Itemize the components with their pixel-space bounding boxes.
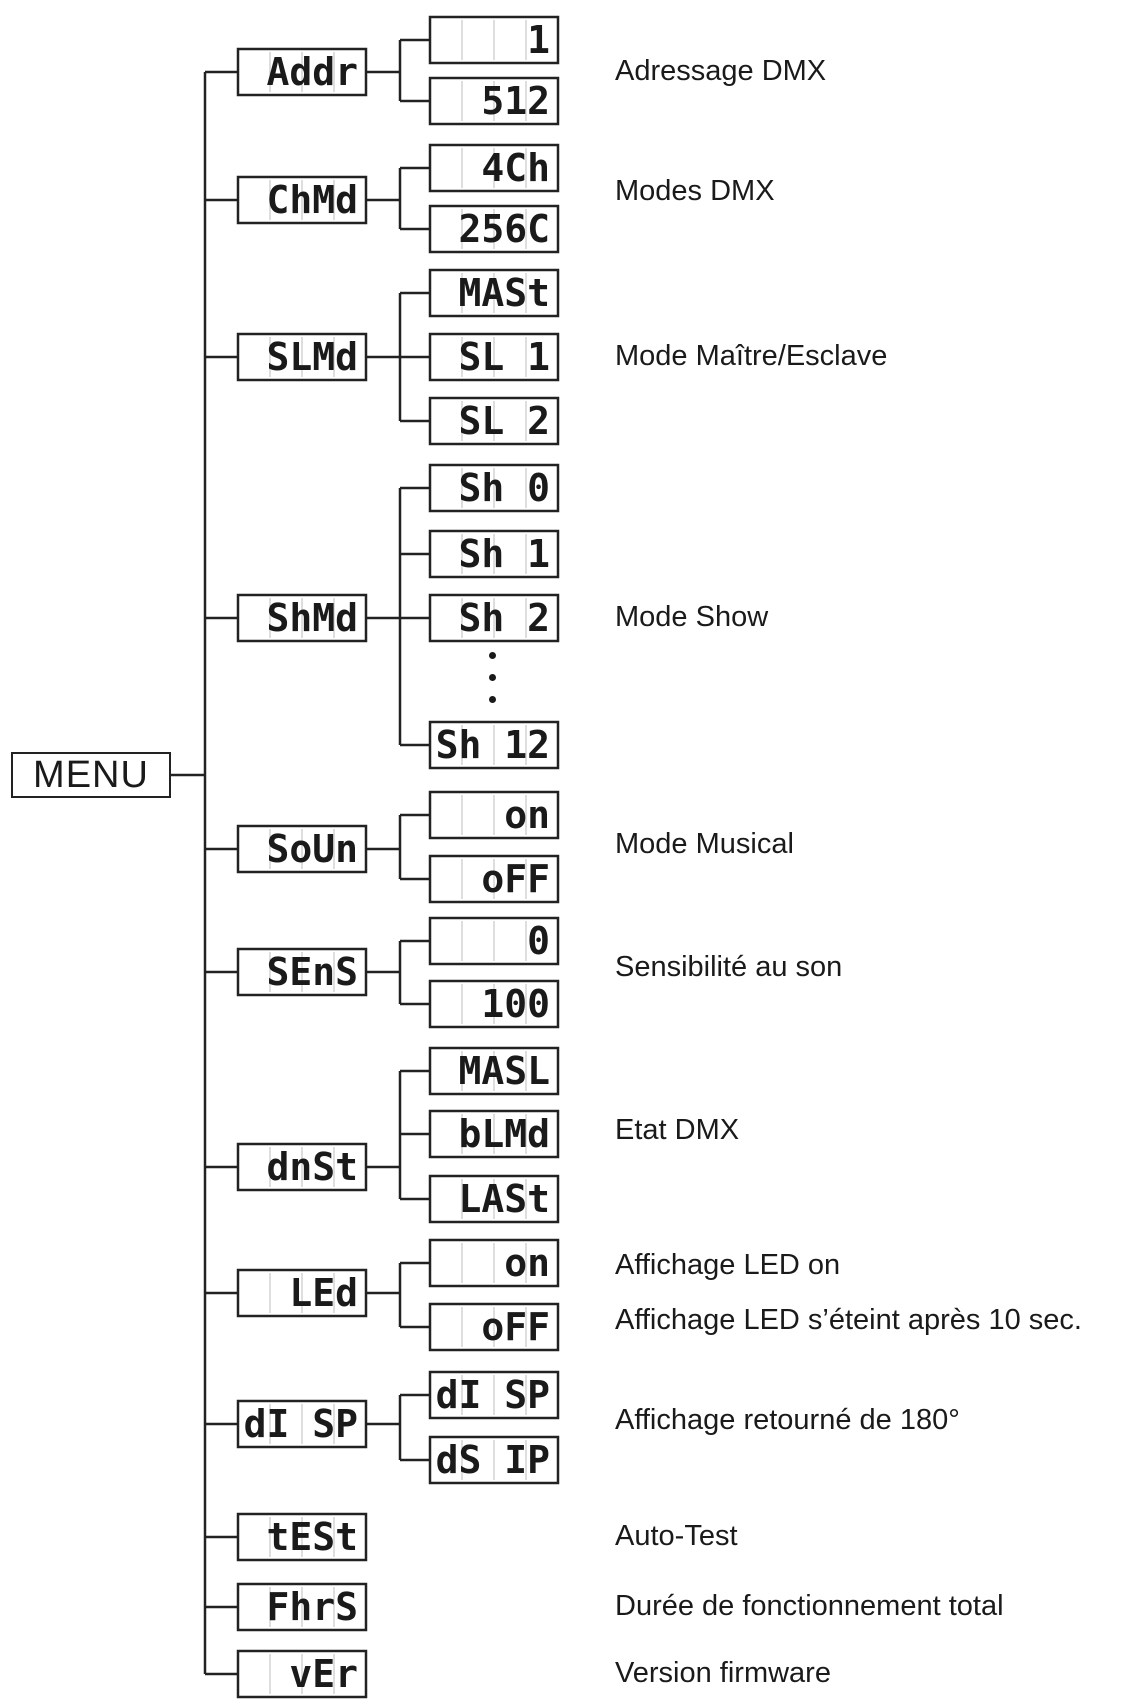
option-display: dI SP [428,1370,560,1420]
option-display-text: bLMd [458,1112,550,1156]
option-display-text: dI SP [436,1373,550,1417]
menu-description: Adressage DMX [615,55,827,87]
menu-description: Auto-Test [615,1520,738,1552]
menu-description: Modes DMX [615,175,775,207]
option-display-text: Sh 0 [458,466,550,510]
menu-description: Mode Maître/Esclave [615,340,888,372]
option-display: MASt [428,268,560,318]
option-display: SL 2 [428,396,560,446]
option-display: on [428,1238,560,1288]
menu-description: Affichage retourné de 180° [615,1404,960,1436]
option-display: bLMd [428,1109,560,1159]
option-display-text: 4Ch [481,146,550,190]
menu-item-ver-text: vEr [289,1652,358,1696]
option-display-text: 100 [481,982,550,1026]
option-display: Sh 12 [428,720,560,770]
menu-item-led-text: LEd [289,1271,358,1315]
option-display: dS IP [428,1435,560,1485]
menu-description: Sensibilité au son [615,951,843,983]
option-display: Sh 1 [428,529,560,579]
option-display-text: oFF [481,1305,550,1349]
option-display-text: 256C [458,207,550,251]
option-display-text: on [504,793,550,837]
menu-description: Affichage LED on [615,1249,841,1281]
option-display: 512 [428,76,560,126]
menu-item-led: LEd [236,1268,368,1318]
option-display: SL 1 [428,332,560,382]
menu-item-dnst-text: dnSt [266,1145,358,1189]
menu-item-sens: SEnS [236,947,368,997]
menu-description: Mode Show [615,601,769,633]
menu-item-shmd-text: ShMd [266,596,358,640]
menu-description: Mode Musical [615,828,794,860]
menu-item-soun-text: SoUn [266,827,358,871]
option-display-text: 1 [527,18,550,62]
menu-item-disp: dI SP [236,1399,368,1449]
menu-description: Affichage LED s’éteint après 10 sec. [615,1304,1082,1336]
menu-description: Etat DMX [615,1114,740,1146]
option-display: oFF [428,1302,560,1352]
option-display: LASt [428,1174,560,1224]
option-display-text: dS IP [436,1438,550,1482]
menu-item-shmd: ShMd [236,593,368,643]
menu-item-ver: vEr [236,1649,368,1699]
menu-item-sens-text: SEnS [266,950,358,994]
option-display: MASL [428,1046,560,1096]
menu-item-slmd-text: SLMd [266,335,358,379]
option-display-text: on [504,1241,550,1285]
menu-item-fhrs: FhrS [236,1582,368,1632]
option-display-text: 512 [481,79,550,123]
option-display-text: LASt [458,1177,550,1221]
option-display-text: 0 [527,919,550,963]
menu-item-disp-text: dI SP [244,1402,358,1446]
menu-description: Durée de fonctionnement total [615,1590,1004,1622]
option-display: Sh 2 [428,593,560,643]
menu-item-addr: Addr [236,47,368,97]
menu-root-label: MENU [33,753,149,796]
option-display: 256C [428,204,560,254]
menu-item-dnst: dnSt [236,1142,368,1192]
option-display: 100 [428,979,560,1029]
option-display: 4Ch [428,143,560,193]
option-display: oFF [428,854,560,904]
menu-root-box: MENU [11,752,171,798]
menu-item-chmd-text: ChMd [266,178,358,222]
show-mode-ellipsis [489,652,497,718]
option-display-text: SL 2 [458,399,550,443]
option-display: 1 [428,15,560,65]
option-display: 0 [428,916,560,966]
option-display: Sh 0 [428,463,560,513]
menu-item-fhrs-text: FhrS [266,1585,358,1629]
option-display: on [428,790,560,840]
menu-item-test-text: tESt [266,1515,358,1559]
option-display-text: MASL [458,1049,550,1093]
menu-item-test: tESt [236,1512,368,1562]
menu-item-soun: SoUn [236,824,368,874]
option-display-text: SL 1 [458,335,550,379]
menu-item-addr-text: Addr [266,50,358,94]
menu-item-chmd: ChMd [236,175,368,225]
option-display-text: Sh 1 [458,532,550,576]
option-display-text: Sh 12 [436,723,550,767]
option-display-text: MASt [458,271,550,315]
option-display-text: Sh 2 [458,596,550,640]
option-display-text: oFF [481,857,550,901]
menu-description: Version firmware [615,1657,831,1689]
menu-item-slmd: SLMd [236,332,368,382]
